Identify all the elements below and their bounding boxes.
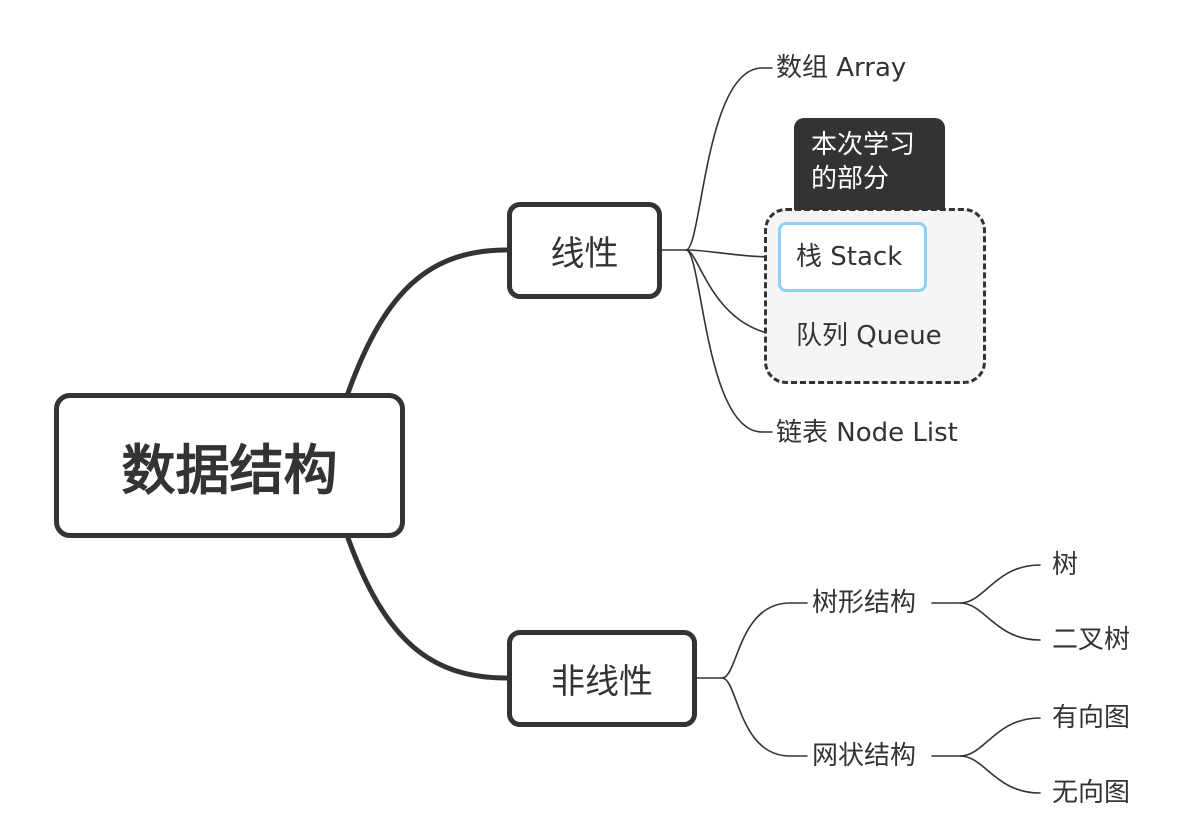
edge-tree-erchashu <box>959 602 1041 641</box>
node-directed-graph[interactable]: 有向图 <box>1052 703 1131 733</box>
edge-root-nonlinear <box>345 535 510 681</box>
node-linear-label: 线性 <box>550 234 619 274</box>
node-tree[interactable]: 树 <box>1052 550 1079 580</box>
node-nonlinear-label: 非线性 <box>551 662 653 702</box>
stack-selection-highlight[interactable] <box>778 222 927 292</box>
node-undirected-graph[interactable]: 无向图 <box>1052 778 1131 808</box>
node-node-list[interactable]: 链表 Node List <box>776 418 958 448</box>
node-queue[interactable]: 队列 Queue <box>796 321 942 351</box>
edge-root-linear <box>345 247 510 396</box>
edge-tree-shu <box>931 564 1041 604</box>
node-binary-tree[interactable]: 二叉树 <box>1052 625 1131 655</box>
root-label: 数据结构 <box>121 439 338 502</box>
node-linear[interactable]: 线性 <box>507 202 662 299</box>
node-tree-structure[interactable]: 树形结构 <box>812 588 917 618</box>
node-stack[interactable]: 栈 Stack <box>796 242 903 272</box>
root-node[interactable]: 数据结构 <box>54 393 405 538</box>
edge-graph-undirected <box>959 755 1041 794</box>
edge-linear-nodelist <box>685 249 773 433</box>
node-graph-structure[interactable]: 网状结构 <box>812 741 917 771</box>
node-nonlinear[interactable]: 非线性 <box>507 630 697 727</box>
node-array[interactable]: 数组 Array <box>776 53 907 83</box>
study-callout: 本次学习 的部分 <box>794 118 945 210</box>
edge-nonlinear-tree <box>696 602 808 679</box>
edge-graph-directed <box>931 717 1041 757</box>
edge-linear-array <box>659 67 773 251</box>
edge-nonlinear-graph <box>721 677 808 757</box>
